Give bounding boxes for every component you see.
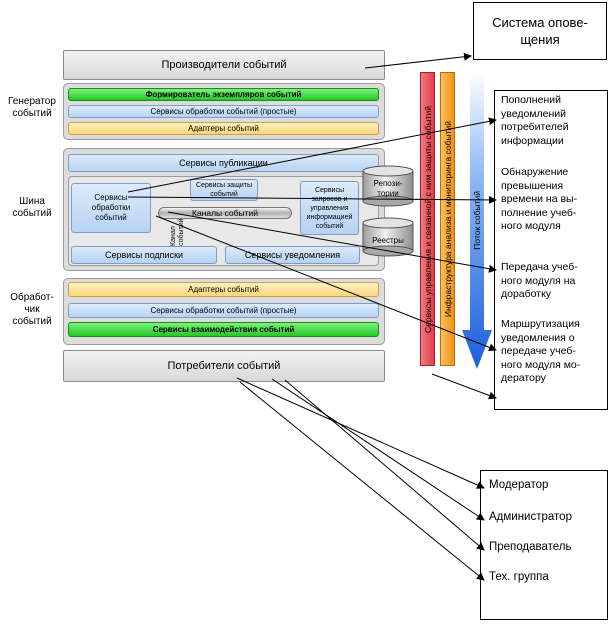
note-2: Обнаружение превышения времени на вы- по…: [501, 166, 578, 232]
generator-label: Генератор событий: [8, 96, 56, 119]
interaction-services-bar: Сервисы взаимодействия событий: [68, 322, 379, 337]
bus-query-box: Сервисы запросов и управления информацие…: [300, 181, 359, 235]
proc-adapters-bar: Адаптеры событий: [68, 282, 379, 297]
instance-former-bar: Формирователь экземпляров событий: [68, 88, 379, 101]
alert-system-box: Система опове- щения: [473, 2, 607, 60]
producers-box: Производители событий: [63, 50, 385, 80]
bus-security-box: Сервисы защиты событий: [190, 179, 258, 201]
arrow-to-moderator: [236, 377, 485, 489]
gen-adapters-bar: Адаптеры событий: [68, 122, 379, 135]
recipient-tech-group: Тех. группа: [489, 571, 549, 583]
recipients-box: [480, 470, 608, 620]
note-1: Пополнений уведомлений потребителей инфо…: [501, 94, 569, 147]
notification-bar: Сервисы уведомления: [225, 246, 360, 264]
processor-label: Обработ- чик событий: [10, 292, 54, 327]
subscription-bar: Сервисы подписки: [71, 246, 217, 264]
recipient-admin: Администратор: [489, 511, 572, 523]
note-3: Передача учеб- ного модуля на доработку: [501, 261, 578, 300]
gen-processing-bar: Сервисы обработки событий (простые): [68, 105, 379, 118]
management-security-bar: Сервисы управления и связанной с ним защ…: [420, 72, 435, 366]
proc-processing-bar: Сервисы обработки событий (простые): [68, 303, 379, 318]
publication-bar: Сервисы публикации: [68, 154, 379, 172]
channel-vertical-label: Канал событий: [170, 218, 185, 246]
bus-label: Шина событий: [12, 196, 52, 219]
registries-label: Реестры: [372, 235, 404, 245]
monitoring-infrastructure-bar: Инфраструктура анализа и мониторинга соб…: [440, 72, 455, 366]
bus-processing-box: Сервисы обработки событий: [71, 183, 151, 233]
note-4: Маршрутизация уведомления о передаче уче…: [501, 318, 581, 384]
recipient-teacher: Преподаватель: [489, 541, 572, 553]
arrow-to-admin: [271, 378, 485, 521]
repositories-label: Репози- тории: [373, 179, 403, 198]
recipient-moderator: Модератор: [489, 479, 549, 491]
arrow-consumers-to-notes: [431, 373, 497, 400]
event-flow-label: Поток событий: [472, 190, 482, 250]
consumers-box: Потребители событий: [63, 350, 385, 382]
arrow-to-teacher: [284, 379, 485, 551]
arrow-to-tech-group: [239, 381, 485, 581]
